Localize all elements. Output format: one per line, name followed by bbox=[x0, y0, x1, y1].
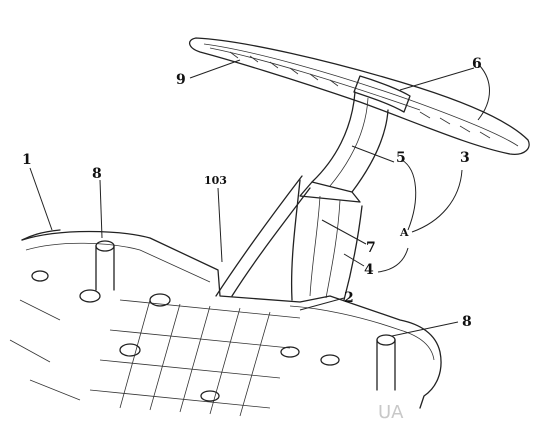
label-3: 3 bbox=[460, 150, 470, 166]
support-arm bbox=[215, 91, 389, 301]
label-1: 1 bbox=[22, 152, 32, 168]
label-9: 9 bbox=[176, 72, 186, 88]
label-8-right: 8 bbox=[462, 314, 472, 330]
label-8-left: 8 bbox=[92, 166, 102, 182]
base-housing bbox=[9, 229, 442, 417]
reference-labels: 1 8 103 9 6 3 5 A 7 4 2 8 bbox=[22, 56, 482, 330]
label-103: 103 bbox=[204, 174, 227, 187]
sensor-bar bbox=[189, 37, 530, 155]
watermark: UA bbox=[378, 402, 404, 423]
label-7: 7 bbox=[366, 240, 376, 256]
label-A: A bbox=[399, 226, 409, 239]
label-5: 5 bbox=[396, 150, 406, 166]
label-6: 6 bbox=[472, 56, 482, 72]
label-2: 2 bbox=[344, 290, 354, 306]
leader-lines bbox=[29, 59, 490, 337]
label-4: 4 bbox=[364, 262, 374, 278]
